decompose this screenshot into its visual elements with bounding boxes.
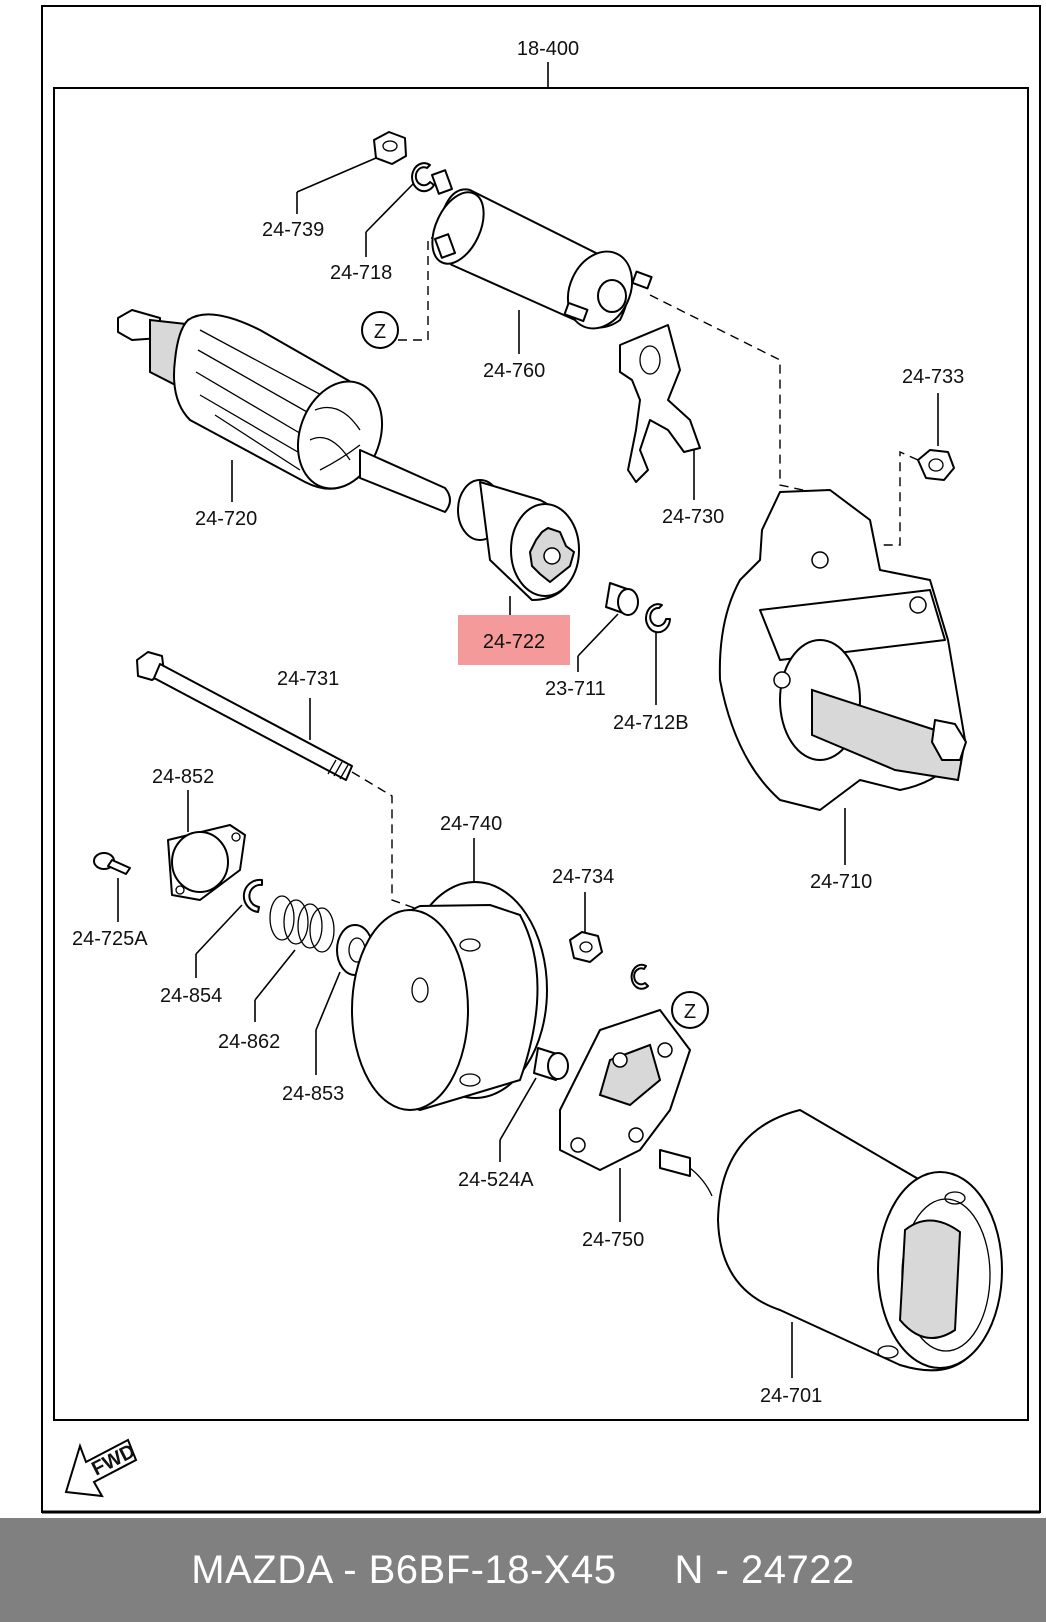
label-24-852: 24-852 [152,766,214,788]
z-marker-bottom: Z [671,991,709,1029]
svg-text:Z: Z [684,1001,696,1023]
label-24-739: 24-739 [262,219,324,241]
label-24-722: 24-722 [483,631,545,653]
cap-24-852 [167,824,246,901]
lever-24-730 [619,324,701,483]
label-24-750: 24-750 [582,1229,644,1251]
pinion-clutch-24-722 [457,479,580,601]
label-24-701: 24-701 [760,1385,822,1407]
fwd-arrow-icon: FWD [64,1438,139,1498]
label-24-853: 24-853 [282,1083,344,1105]
label-24-720: 24-720 [195,508,257,530]
z-marker-top: Z [361,311,399,349]
highlight-box-24-722 [458,615,570,665]
nut-24-734 [569,931,603,963]
part-number-footer: MAZDA - B6BF-18-X45 N - 24722 [0,1518,1046,1622]
svg-text:FWD: FWD [88,1440,139,1480]
label-24-862: 24-862 [218,1031,280,1053]
nut-24-733 [917,449,955,481]
label-24-740: 24-740 [440,813,502,835]
label-24-730: 24-730 [662,506,724,528]
label-24-712b: 24-712B [613,712,689,734]
label-24-733: 24-733 [902,366,964,388]
bushing-23-711 [605,582,639,616]
label-24-854: 24-854 [160,985,222,1007]
footer-part-text: MAZDA - B6BF-18-X45 N - 24722 [191,1547,855,1592]
solenoid-24-760 [431,169,653,330]
assembly-frame [53,87,1029,1421]
clip-24-718 [411,162,435,193]
assembly-label: 18-400 [517,38,579,60]
spring-24-862 [269,895,335,953]
clip-24-854 [242,878,263,913]
clip-24-712b [645,603,671,634]
clip-brush-lead [630,963,649,990]
svg-text:Z: Z [374,321,386,343]
label-24-731: 24-731 [277,668,339,690]
screw-24-725a [93,852,131,875]
brush-holder-24-750 [559,1009,713,1197]
yoke-24-701 [717,1109,1003,1372]
through-bolt-24-731 [136,651,353,781]
rear-cover-24-740 [351,881,548,1111]
label-24-725a: 24-725A [72,928,148,950]
label-24-734: 24-734 [552,866,614,888]
drive-housing-24-710 [718,489,967,811]
bushing-24-524a [533,1047,569,1081]
label-24-710: 24-710 [810,871,872,893]
label-24-524a: 24-524A [458,1169,534,1191]
nut-24-739 [373,131,407,165]
exploded-parts-diagram: 18-400 24-739 24-718 Z 24-760 24-730 [41,5,1041,1514]
label-24-718: 24-718 [330,262,392,284]
label-23-711: 23-711 [545,678,606,700]
armature-24-720 [117,309,451,513]
label-24-760: 24-760 [483,360,545,382]
